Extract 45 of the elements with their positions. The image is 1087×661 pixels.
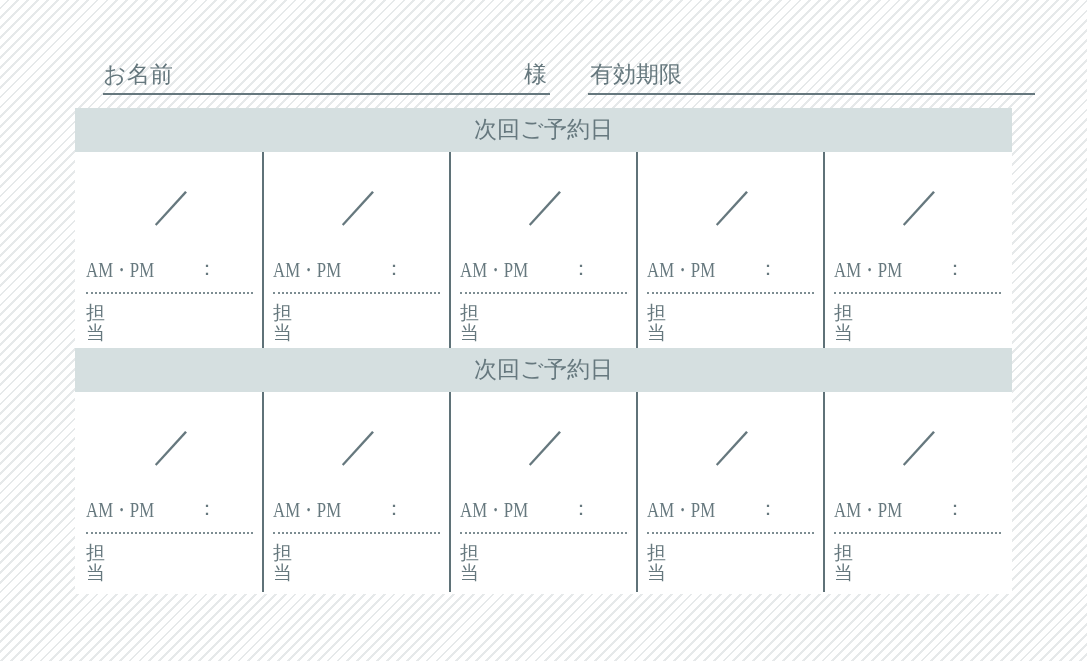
time-colon: ： [758,258,778,278]
time-label: AM・PM [273,500,342,521]
time-colon: ： [197,258,217,278]
time-label: AM・PM [834,260,903,281]
staff-label: 担当 [86,543,106,583]
date-slash: ／ [901,186,941,226]
time-colon: ： [758,498,778,518]
date-slash: ／ [714,186,754,226]
field-label: 様 [524,63,547,86]
time-label: AM・PM [834,500,903,521]
header-text: 次回ご予約日 [473,118,614,141]
date-slash: ／ [153,186,193,226]
time-label: AM・PM [460,260,529,281]
header-text: 次回ご予約日 [473,358,614,381]
field-label: 有効期限 [590,63,682,86]
staff-label: 担当 [647,303,667,343]
date-slash: ／ [527,186,567,226]
date-slash: ／ [901,426,941,466]
date-slash: ／ [714,426,754,466]
date-slash: ／ [340,426,380,466]
staff-label: 担当 [86,303,106,343]
time-colon: ： [197,498,217,518]
staff-label: 担当 [834,303,854,343]
time-label: AM・PM [273,260,342,281]
time-colon: ： [384,258,404,278]
date-slash: ／ [527,426,567,466]
staff-label: 担当 [273,303,293,343]
time-label: AM・PM [86,260,155,281]
time-colon: ： [945,258,965,278]
time-label: AM・PM [86,500,155,521]
staff-label: 担当 [834,543,854,583]
staff-label: 担当 [273,543,293,583]
date-slash: ／ [340,186,380,226]
field-label: お名前 [103,63,173,86]
staff-label: 担当 [460,303,480,343]
time-colon: ： [384,498,404,518]
time-label: AM・PM [460,500,529,521]
time-label: AM・PM [647,500,716,521]
time-colon: ： [571,258,591,278]
time-label: AM・PM [647,260,716,281]
time-colon: ： [571,498,591,518]
date-slash: ／ [153,426,193,466]
staff-label: 担当 [460,543,480,583]
time-colon: ： [945,498,965,518]
staff-label: 担当 [647,543,667,583]
